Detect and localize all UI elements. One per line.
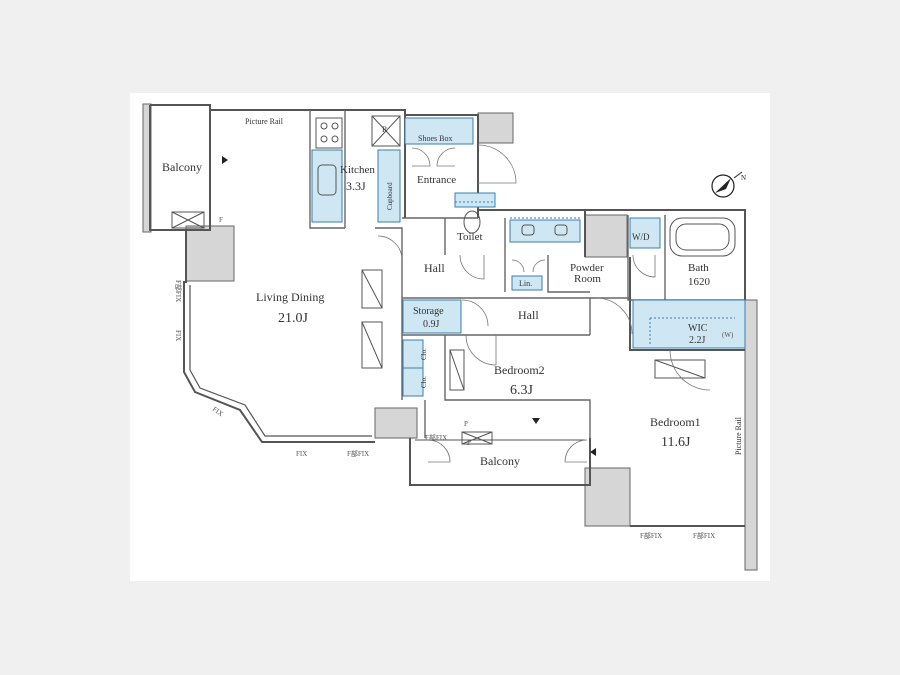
door-swings — [377, 144, 711, 463]
fix-bottom-label-1: FIX — [296, 450, 307, 458]
toilet-bowl — [463, 210, 481, 234]
balcony-south-label: Balcony — [480, 454, 520, 468]
marker-arrows — [222, 156, 596, 456]
storage-size-label: 0.9J — [423, 319, 440, 330]
fix-diag-label: FIX — [211, 405, 225, 418]
wic-rails — [455, 201, 735, 345]
storage-room — [402, 299, 462, 334]
north-compass-icon: N — [711, 171, 746, 198]
svg-text:N: N — [741, 174, 746, 182]
bedroom2-name-label: Bedroom2 — [494, 363, 545, 377]
bedroom1-name-label: Bedroom1 — [650, 415, 701, 429]
stove — [315, 117, 343, 149]
fix-vertical-label-1: F部FIX — [174, 280, 183, 302]
storage-fills — [311, 117, 746, 397]
wic — [632, 299, 746, 349]
wic-name-label: WIC — [688, 323, 708, 334]
linen-label: Lin. — [519, 279, 532, 288]
powder-room-label-2: Room — [574, 273, 601, 285]
r-mark-label: R — [382, 125, 388, 134]
closet-1-label: Clo. — [420, 348, 428, 360]
living-dining-label: Living Dining — [256, 290, 324, 304]
fixtures — [171, 115, 736, 445]
cupboard-label: Cupboard — [386, 182, 394, 210]
bath-name-label: Bath — [688, 262, 709, 274]
kitchen-name-label: Kitchen — [340, 164, 375, 176]
bedroom1-size-label: 11.6J — [661, 435, 691, 450]
shoe-box-label: Shoes Box — [418, 134, 452, 143]
washer-dryer — [629, 217, 661, 249]
hall-lower-label: Hall — [518, 308, 539, 322]
powder-counter — [509, 219, 581, 243]
cupboard — [377, 149, 401, 223]
kitchen-counter — [311, 149, 343, 223]
floor-plan-sheet: N Balcony Picture Rail R Shoes Box Kitch… — [130, 93, 770, 581]
balcony-west-label: Balcony — [162, 160, 202, 174]
f-mark: F — [219, 216, 223, 224]
wic-size-label: 2.2J — [689, 335, 706, 346]
fix-bedroom1-label-a: F部FIX — [640, 531, 662, 540]
powder-room-label-1: Powder — [570, 262, 604, 274]
bedroom2-size-label: 6.3J — [510, 383, 534, 398]
exterior-walls — [149, 104, 746, 527]
shoe-box — [404, 117, 474, 145]
linen-cabinet — [511, 275, 543, 291]
storage-name-label: Storage — [413, 306, 444, 317]
wd-label: W/D — [632, 232, 650, 242]
living-dining-size-label: 21.0J — [278, 311, 309, 326]
structural-walls — [142, 103, 758, 571]
bathtub — [669, 217, 736, 257]
wic-w-label: (W) — [722, 331, 734, 339]
picture-rail-right-label: Picture Rail — [734, 416, 743, 455]
interior-walls — [309, 110, 745, 438]
fix-bedroom1-label-b: F部FIX — [693, 531, 715, 540]
entrance-label: Entrance — [417, 174, 456, 186]
kitchen-size-label: 3.3J — [346, 179, 366, 193]
floor-plan-drawing: N Balcony Picture Rail R Shoes Box Kitch… — [142, 103, 758, 571]
p-mark-1: P — [464, 420, 468, 428]
bath-size-label: 1620 — [688, 276, 711, 288]
picture-rail-top-label: Picture Rail — [245, 117, 284, 126]
p-mark-2: P — [467, 439, 471, 447]
toilet-label: Toilet — [457, 231, 483, 243]
closet-2-label: Clo. — [420, 376, 428, 388]
closet-2 — [402, 367, 424, 397]
fix-balcony-label: F部FIX — [425, 433, 447, 442]
hall-upper-label: Hall — [424, 261, 445, 275]
sink — [317, 164, 337, 196]
fix-bottom-label-2: F部FIX — [347, 449, 369, 458]
fix-vertical-label-2: FIX — [174, 330, 182, 341]
fridge-space — [371, 115, 401, 147]
toilet-tank — [454, 192, 496, 208]
